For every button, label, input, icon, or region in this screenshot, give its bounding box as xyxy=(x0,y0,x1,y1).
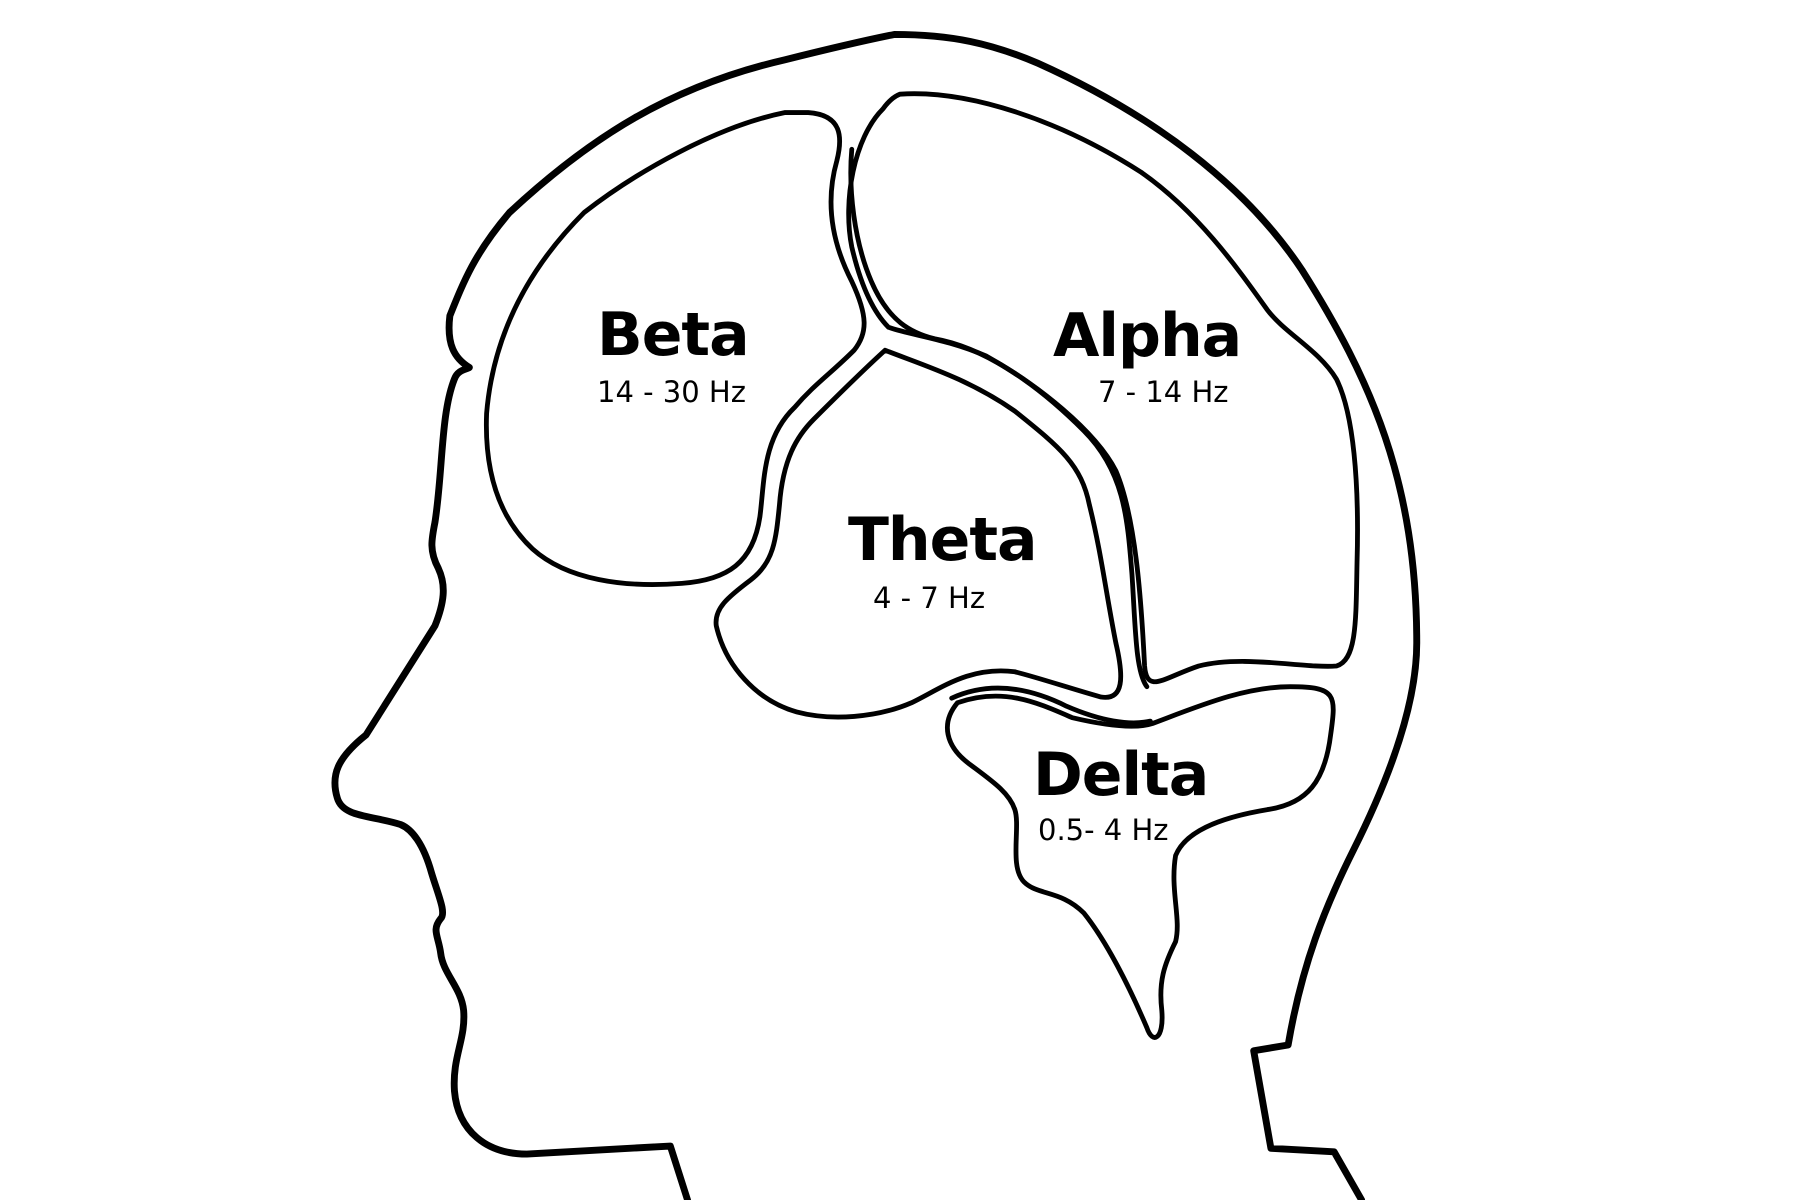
head-outline xyxy=(331,31,1421,1200)
delta-frequency: 0.5- 4 Hz xyxy=(1038,813,1169,847)
theta-label: Theta xyxy=(848,505,1038,575)
alpha-region-outline xyxy=(846,91,1360,685)
beta-frequency: 14 - 30 Hz xyxy=(597,375,746,409)
lobe-divider xyxy=(848,146,1150,690)
lobe-divider-lower xyxy=(949,685,1153,726)
delta-label: Delta xyxy=(1033,740,1209,810)
theta-region-outline xyxy=(713,347,1124,720)
beta-label: Beta xyxy=(597,300,750,370)
delta-region-outline xyxy=(945,684,1336,1040)
theta-frequency: 4 - 7 Hz xyxy=(873,581,986,615)
alpha-frequency: 7 - 14 Hz xyxy=(1098,375,1229,409)
alpha-label: Alpha xyxy=(1053,301,1242,371)
beta-region-outline xyxy=(483,110,867,587)
